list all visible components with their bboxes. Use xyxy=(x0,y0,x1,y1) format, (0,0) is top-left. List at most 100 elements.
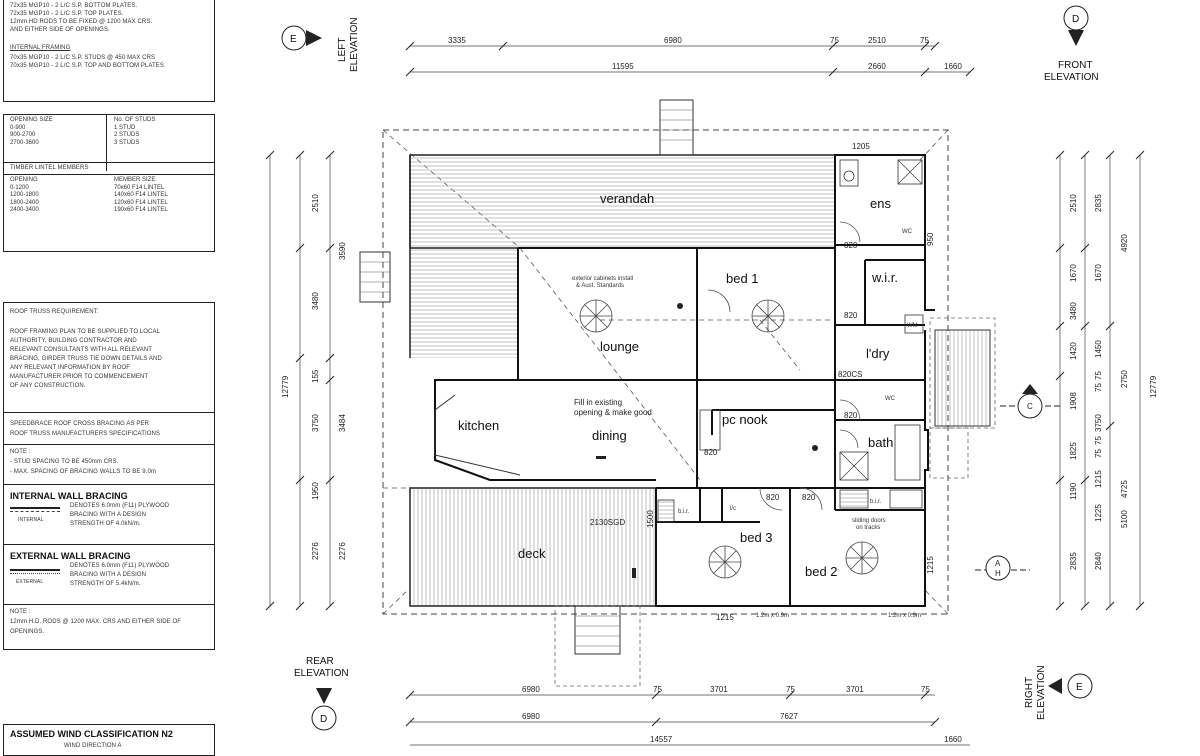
room-ens: ens xyxy=(870,196,891,211)
internal-bracing-line: BRACING WITH A DESIGN xyxy=(70,512,147,518)
top-note-line-3: 12mm HD RODS TO BE FIXED @ 1200 MAX CRS. xyxy=(10,19,153,25)
dim-left-3: 12779 xyxy=(281,375,290,398)
section-c-letter: C xyxy=(1027,402,1033,411)
dim-left-2: 3484 xyxy=(338,414,347,432)
dim-left-2: 2276 xyxy=(338,542,347,560)
room-ldry: l'dry xyxy=(866,346,890,361)
dim-top-1: 3335 xyxy=(448,36,466,45)
dim-right-4: 12779 xyxy=(1149,375,1158,398)
dim-right-1: 2835 xyxy=(1069,552,1078,570)
opening-studs: 1 STUD xyxy=(114,124,136,131)
door-820: 820 xyxy=(844,241,858,250)
wm-label: WM xyxy=(907,323,918,329)
opening-size: 900-2700 xyxy=(10,132,36,138)
door-820: 820 xyxy=(844,311,858,320)
right-elevation-label-2: ELEVATION xyxy=(1036,665,1047,720)
stud-note-line: - STUD SPACING TO BE 450mm CRS. xyxy=(10,459,119,465)
dim-right-2: 2835 xyxy=(1094,194,1103,212)
dim-right-2: 1215 xyxy=(1094,470,1103,488)
sliding-doors-label-2: on tracks xyxy=(856,525,880,531)
ldry-door-label: 820CS xyxy=(838,370,862,379)
stairs-top xyxy=(659,99,694,156)
dim-left-1: 155 xyxy=(311,369,320,383)
internal-framing-title: INTERNAL FRAMING xyxy=(10,45,71,51)
fill-note-2: opening & make good xyxy=(574,408,652,417)
dim-left-2: 3590 xyxy=(338,242,347,260)
rods-note-box: NOTE : 12mm H.D. RODS @ 1200 MAX. CRS AN… xyxy=(3,604,215,650)
opening-size: 0-900 xyxy=(10,124,26,131)
top-note-line-1: 72x35 MGP10 - 2 L/C S.P. BOTTOM PLATES. xyxy=(10,3,138,9)
internal-bracing-line: DENOTES 6.0mm (F11) PLYWOOD xyxy=(70,503,170,509)
opening-size: 2700-3600 xyxy=(10,139,39,146)
internal-bracing-box: INTERNAL WALL BRACING INTERNAL DENOTES 6… xyxy=(3,484,215,546)
dim-right-1: 1825 xyxy=(1069,442,1078,460)
bottom-window-1: 1.2m x 0.9m xyxy=(756,613,789,619)
dim-bottom-1: 3701 xyxy=(710,685,728,694)
lintel-header-member: MEMBER SIZE xyxy=(114,177,156,183)
dim-1500: 1500 xyxy=(646,510,655,528)
notes-panel: 72x35 MGP10 - 2 L/C S.P. BOTTOM PLATES. … xyxy=(0,0,216,756)
dim-bottom-1: 75 xyxy=(653,685,662,694)
external-bracing-line: BRACING WITH A DESIGN xyxy=(70,572,147,578)
dim-top-1: 75 xyxy=(920,36,929,45)
room-bed3: bed 3 xyxy=(740,530,773,545)
left-elevation-marker: E LEFT ELEVATION xyxy=(281,17,360,72)
rods-note-line: NOTE : xyxy=(10,609,31,615)
dim-right-3: 5100 xyxy=(1120,510,1129,528)
right-elevation-marker: RIGHT ELEVATION E xyxy=(1024,665,1093,720)
dim-right-1: 3480 xyxy=(1069,302,1078,320)
rods-note-line: 12mm H.D. RODS @ 1200 MAX. CRS AND EITHE… xyxy=(10,619,182,625)
lintel-member: 190x60 F14 LINTEL xyxy=(114,207,168,213)
lintel-member: 120x60 F14 LINTEL xyxy=(114,199,168,206)
door-820: 820 xyxy=(844,411,858,420)
room-pc-nook: pc nook xyxy=(722,412,768,427)
bottom-window-2: 1.2m x 0.9m xyxy=(888,613,921,619)
rear-elevation-label-2: ELEVATION xyxy=(294,668,349,679)
wind-title: ASSUMED WIND CLASSIFICATION N2 xyxy=(10,729,173,739)
roof-truss-line: BRACING, GIRDER TRUSS TIE DOWN DETAILS A… xyxy=(10,356,162,362)
roof-truss-line: OF ANY CONSTRUCTION. xyxy=(10,383,86,389)
opening-header-size: OPENING SIZE xyxy=(10,117,53,123)
room-verandah: verandah xyxy=(600,191,654,206)
verandah-area xyxy=(409,154,836,249)
internal-framing-line-1: 70x35 MGP10 - 2 L/C S.P. STUDS @ 450 MAX… xyxy=(10,55,156,61)
floor-plan-drawing: verandah ens w.i.r. bed 1 lounge l'dry k… xyxy=(265,5,1158,746)
dim-left-1: 3750 xyxy=(311,414,320,432)
wind-box: ASSUMED WIND CLASSIFICATION N2 WIND DIRE… xyxy=(3,724,215,756)
rear-elevation-letter: D xyxy=(320,714,327,725)
stud-note-box: NOTE : - STUD SPACING TO BE 450mm CRS. -… xyxy=(3,444,215,486)
roof-truss-line: ROOF FRAMING PLAN TO BE SUPPLIED TO LOCA… xyxy=(10,329,161,335)
dim-right-1: 1908 xyxy=(1069,392,1078,410)
wc2-label: WC xyxy=(885,396,896,402)
room-wir: w.i.r. xyxy=(871,270,898,285)
deck-area xyxy=(409,487,657,607)
dim-1205: 1205 xyxy=(852,142,870,151)
ceiling-fan-icons xyxy=(579,299,879,579)
dim-950: 950 xyxy=(926,232,935,246)
rear-elevation-marker: REAR ELEVATION D xyxy=(294,656,349,731)
dim-right-3: 2750 xyxy=(1120,370,1129,388)
section-c-marker: C xyxy=(1000,384,1060,419)
dim-top-1: 75 xyxy=(830,36,839,45)
sliding-door-label: 2130SGD xyxy=(590,518,625,527)
dim-right-3: 4725 xyxy=(1120,480,1129,498)
dim-right-1: 2510 xyxy=(1069,194,1078,212)
speedbrace-box: SPEEDBRACE ROOF CROSS BRACING AS PER ROO… xyxy=(3,412,215,446)
dim-bottom-3: 14557 xyxy=(650,735,673,744)
dim-top-2: 2660 xyxy=(868,62,886,71)
stud-note-line: - MAX. SPACING OF BRACING WALLS TO BE 9.… xyxy=(10,469,157,475)
door-820: 820 xyxy=(704,448,718,457)
door-820: 820 xyxy=(802,493,816,502)
dim-right-2: 75 xyxy=(1094,383,1103,392)
dim-right-2: 3750 xyxy=(1094,414,1103,432)
dim-top-1: 2510 xyxy=(868,36,886,45)
dim-top-1: 6980 xyxy=(664,36,682,45)
external-bracing-title: EXTERNAL WALL BRACING xyxy=(10,551,131,561)
opening-studs: 3 STUDS xyxy=(114,139,140,146)
dim-right-2: 1670 xyxy=(1094,264,1103,282)
lintel-member: 140x60 F14 LINTEL xyxy=(114,192,168,198)
dim-left-1: 1950 xyxy=(311,482,320,500)
right-elevation-label-1: RIGHT xyxy=(1024,677,1035,708)
